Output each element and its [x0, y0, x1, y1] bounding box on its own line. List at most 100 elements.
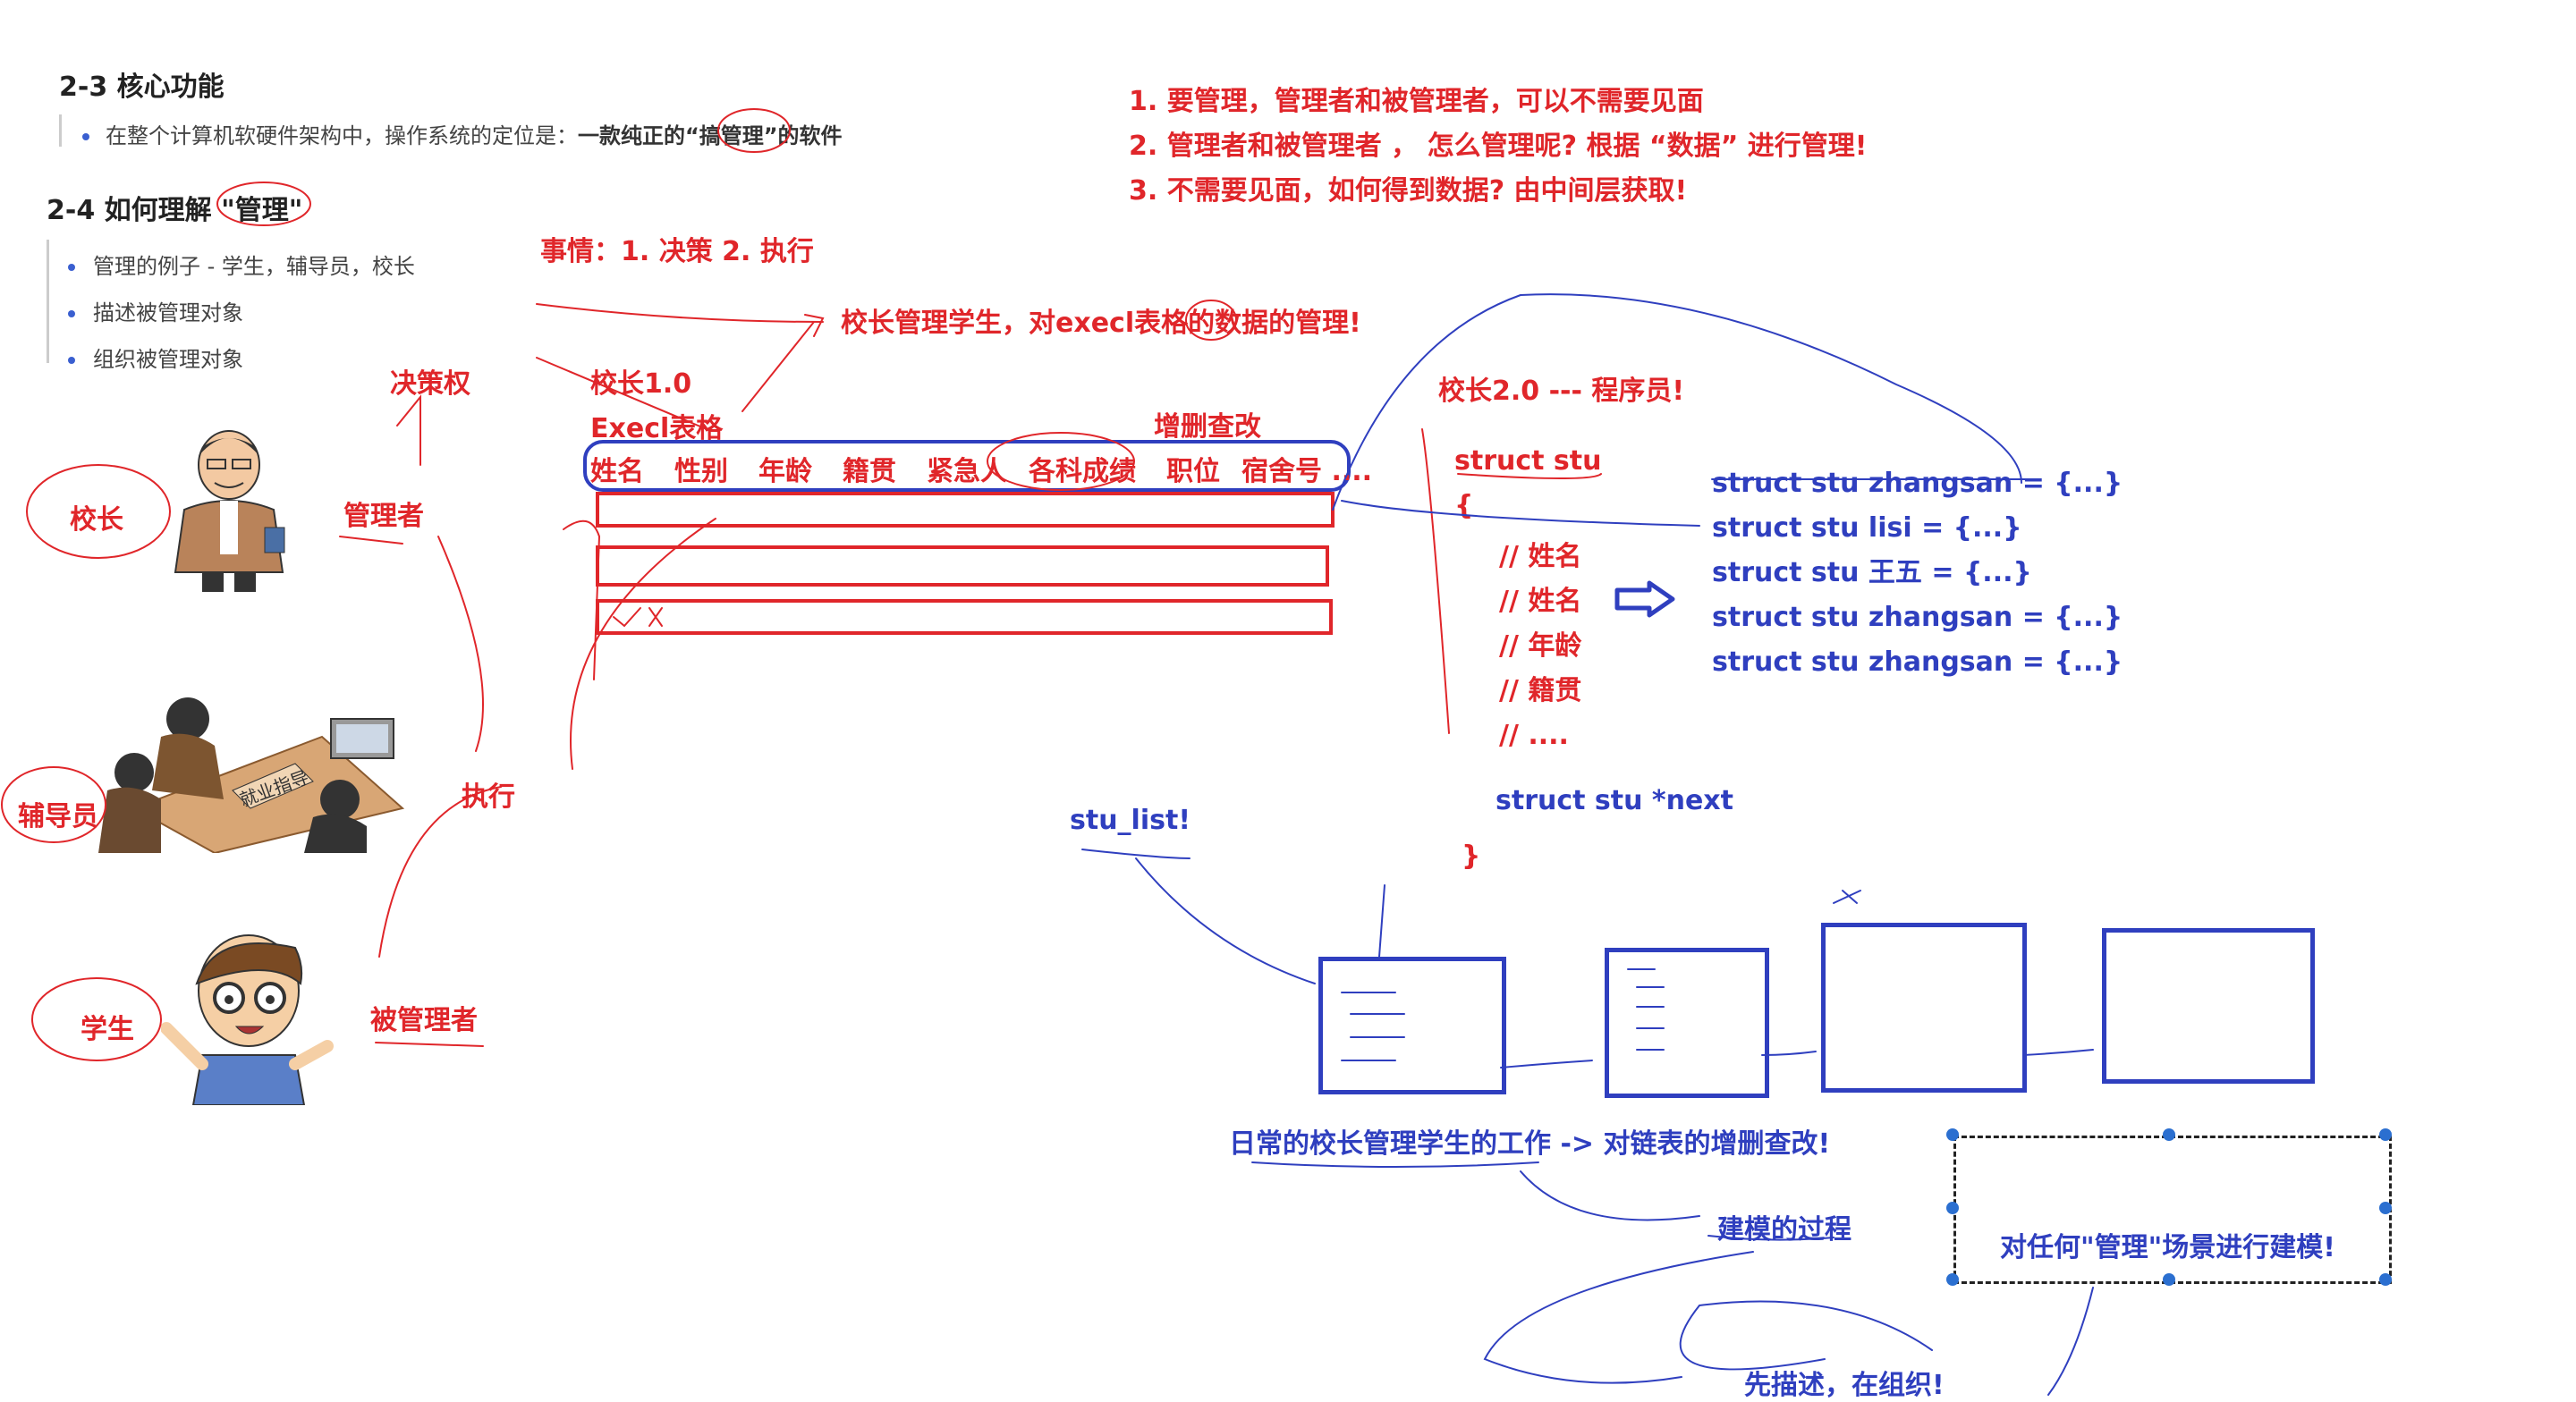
struct-instance: struct stu 王五 = {...}: [1712, 557, 2032, 588]
ink-line: [563, 519, 601, 680]
ink-underline: [1081, 849, 1191, 859]
header-cell: 性别: [674, 456, 728, 487]
ink-marks: [1833, 890, 1861, 904]
struct-instance: struct stu zhangsan = {...}: [1712, 468, 2123, 499]
ink-line: [437, 536, 484, 752]
struct-next-field: struct stu *next: [1496, 785, 1734, 816]
manager-label: 管理者: [343, 501, 424, 532]
ink-line: [1378, 884, 1385, 958]
student-label: 学生: [80, 1014, 134, 1045]
ink-circle: [987, 432, 1135, 491]
principal-v2-label: 校长2.0 --- 程序员!: [1438, 376, 1685, 407]
student-avatar: [161, 921, 336, 1105]
ink-link: [1761, 1051, 1817, 1056]
point-1: 1. 要管理，管理者和被管理者，可以不需要见面: [1129, 86, 1704, 117]
ink-underline: [1707, 1235, 1835, 1241]
daily-work-note: 日常的校长管理学生的工作 -> 对链表的增删查改!: [1229, 1128, 1831, 1160]
matters-note: 事情：1. 决策 2. 执行: [540, 236, 814, 267]
struct-instance: struct stu lisi = {...}: [1712, 512, 2022, 544]
ink-circle: [31, 977, 162, 1061]
header-cell: 各科成绩: [1029, 456, 1136, 487]
resize-handle[interactable]: [2379, 1128, 2392, 1141]
ink-line: [1341, 500, 1700, 527]
ink-arrow: [741, 314, 825, 412]
struct-instance: struct stu zhangsan = {...}: [1712, 602, 2123, 633]
stu-list-label: stu_list!: [1070, 805, 1191, 836]
header-cell: 宿舍号 ....: [1241, 456, 1373, 487]
bullet-dot: [82, 133, 89, 140]
resize-handle[interactable]: [2379, 1202, 2392, 1214]
model-any-note: 对任何"管理"场景进行建模!: [2000, 1232, 2335, 1263]
ink-circle: [717, 108, 791, 153]
ink-underline: [1457, 473, 1602, 479]
ink-curve: [1679, 1300, 1933, 1371]
struct-field: // ....: [1499, 720, 1569, 751]
quote-bar: [59, 114, 62, 147]
ink-arrow-line: [1520, 1170, 1700, 1221]
point-2: 2. 管理者和被管理者 ， 怎么管理呢? 根据 “数据” 进行管理!: [1129, 131, 1868, 162]
ink-circle: [1185, 300, 1237, 341]
ink-arrow-line: [1135, 857, 1316, 984]
ink-circle: [26, 464, 171, 559]
struct-field: // 姓名: [1499, 586, 1582, 617]
resize-handle[interactable]: [2163, 1128, 2175, 1141]
counselor-illustration: 就业指导: [98, 683, 411, 853]
struct-fields: // 姓名 // 姓名 // 年龄 // 籍贯 // ....: [1499, 535, 1581, 758]
bullet-text: 在整个计算机软硬件架构中，操作系统的定位是：: [106, 123, 578, 148]
counselor-label: 辅导员: [18, 801, 98, 832]
bullet-dot: [68, 310, 75, 317]
struct-head: struct stu: [1454, 445, 1602, 477]
ink-line: [396, 394, 421, 466]
ink-line: [570, 518, 716, 770]
principal-illustration: [174, 430, 285, 592]
ink-link: [1500, 1060, 1593, 1068]
excel-header-outline: [583, 440, 1351, 492]
section-2-4-list: 管理的例子 - 学生，辅导员，校长 描述被管理对象 组织被管理对象: [68, 243, 415, 383]
ink-underline: [375, 1042, 484, 1047]
crud-label: 增删查改: [1154, 411, 1261, 443]
list-item-text: 描述被管理对象: [93, 300, 243, 325]
principal-excel-note: 校长管理学生，对execl表格的数据的管理!: [841, 308, 1361, 339]
student-illustration: [161, 934, 334, 1105]
excel-row: [596, 599, 1333, 635]
struct-open-brace: {: [1454, 490, 1474, 521]
struct-close-brace: }: [1462, 840, 1481, 872]
section-2-3-bullet: 在整个计算机软硬件架构中，操作系统的定位是：一款纯正的“搞管理”的软件: [82, 118, 843, 149]
quote-bar: [47, 240, 49, 363]
resize-handle[interactable]: [1946, 1273, 1959, 1286]
meeting-illustration: [98, 697, 405, 853]
struct-field: // 年龄: [1499, 630, 1582, 662]
list-node: [1318, 957, 1506, 1094]
ink-underline: [1251, 1161, 1539, 1168]
resize-handle[interactable]: [1946, 1202, 1959, 1214]
principal-label: 校长: [70, 504, 123, 536]
header-cell: 年龄: [758, 456, 812, 487]
ink-line: [536, 357, 708, 430]
resize-handle[interactable]: [2379, 1273, 2392, 1286]
section-2-3-title: 2-3 核心功能: [59, 72, 225, 103]
decision-power-label: 决策权: [390, 368, 470, 400]
list-item: 管理的例子 - 学生，辅导员，校长: [68, 243, 415, 290]
resize-handle[interactable]: [1946, 1128, 1959, 1141]
ink-underline: [536, 303, 824, 323]
list-item: 描述被管理对象: [68, 290, 415, 336]
bullet-dot: [68, 357, 75, 364]
resize-handle[interactable]: [2163, 1273, 2175, 1286]
struct-field: // 籍贯: [1499, 675, 1582, 706]
header-cell: 籍贯: [843, 456, 896, 487]
list-node: [2102, 928, 2315, 1084]
bullet-bold-text: 一款纯正的“搞管理”的软件: [578, 123, 843, 148]
bullet-dot: [68, 264, 75, 271]
ink-line: [1421, 428, 1450, 734]
ink-circle: [216, 182, 311, 226]
describe-organize-note: 先描述，在组织!: [1744, 1370, 1945, 1401]
point-3: 3. 不需要见面，如何得到数据? 由中间层获取!: [1129, 175, 1688, 207]
list-item-text: 管理的例子 - 学生，辅导员，校长: [93, 254, 415, 279]
ink-marks: [1627, 968, 1665, 1051]
header-cell: 姓名: [590, 456, 644, 487]
excel-header-row: 姓名性别年龄籍贯紧急人各科成绩职位宿舍号 ....: [590, 449, 1372, 488]
excel-table-label: Execl表格: [590, 413, 724, 444]
section-2-4-title: 2-4 如何理解 "管理": [47, 195, 303, 226]
ink-underline: [339, 536, 403, 545]
